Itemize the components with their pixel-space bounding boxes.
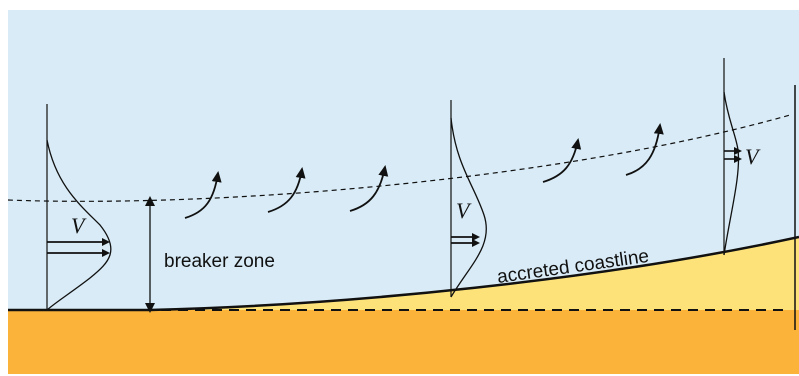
original-ground [8,310,799,374]
breaker-zone-label: breaker zone [164,251,275,272]
